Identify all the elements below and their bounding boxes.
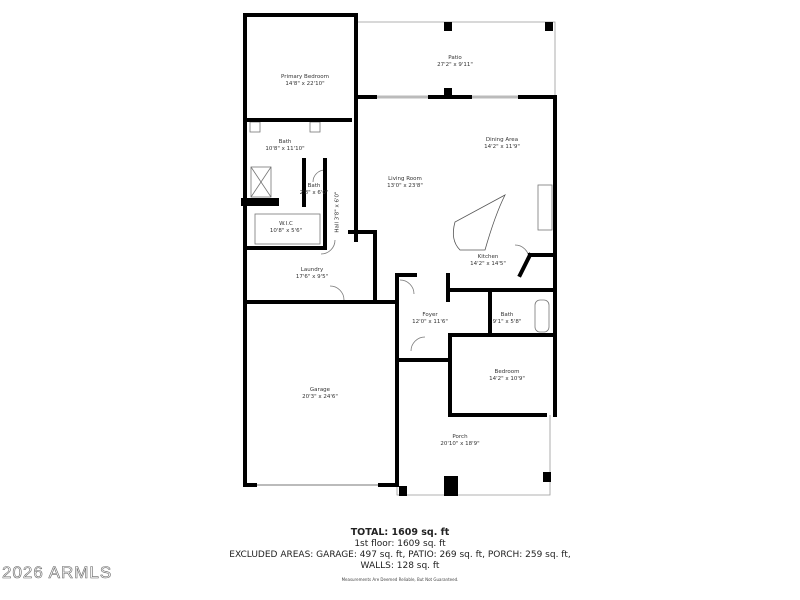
room-dims: 27'2" x 9'11"	[437, 62, 473, 68]
room-dims: 17'6" x 9'5"	[295, 274, 329, 280]
room-dims: 10'8" x 11'10"	[265, 146, 305, 152]
watermark: 2026 ARMLS	[2, 563, 113, 583]
room-dims: 14'2" x 14'5"	[470, 261, 506, 267]
room-name: Bath	[500, 312, 514, 318]
room-name: Bath	[307, 183, 321, 189]
room-dims: 3'8" x 6'0"	[334, 191, 341, 221]
room-dims: 10'8" x 5'6"	[269, 228, 303, 234]
room-dims: 9'1" x 5'8"	[492, 319, 522, 325]
room-name: Foyer	[422, 312, 438, 318]
room-dims: 14'8" x 22'10"	[285, 81, 325, 87]
room-name: Bath	[278, 139, 292, 145]
room-name: Dining Area	[485, 137, 519, 143]
room-name: Porch	[452, 434, 468, 440]
room-name: W.I.C	[279, 221, 293, 227]
floor-plan	[241, 13, 557, 496]
room-name: Living Room	[388, 176, 422, 182]
kitchen-island	[452, 194, 506, 251]
porch-outline	[396, 360, 551, 496]
columns	[399, 22, 553, 496]
floor-area: 1st floor: 1609 sq. ft	[354, 539, 446, 549]
room-dims: 20'3" x 24'6"	[302, 394, 338, 400]
room-name: Patio	[448, 55, 462, 61]
room-dims: 20'10" x 18'9"	[440, 441, 480, 447]
room-dims: 13'0" x 23'8"	[387, 183, 423, 189]
room-name: Laundry	[300, 267, 324, 273]
room-dims: 2'8" x 6'0"	[299, 190, 329, 196]
room-dims: 14'2" x 10'9"	[489, 376, 525, 382]
excluded-areas: EXCLUDED AREAS: GARAGE: 497 sq. ft, PATI…	[229, 550, 571, 560]
room-name: Hall	[334, 222, 341, 233]
area-summary: TOTAL: 1609 sq. ft 1st floor: 1609 sq. f…	[229, 527, 570, 582]
room-dims: 12'0" x 11'6"	[412, 319, 448, 325]
room-hall: Hall 3'8" x 6'0"	[335, 191, 342, 232]
room-name: Primary Bedroom	[281, 74, 329, 80]
patio-outline	[356, 21, 556, 97]
walls	[241, 13, 557, 487]
disclaimer: Measurements Are Deemed Reliable, But No…	[341, 577, 459, 582]
room-name: Kitchen	[477, 254, 499, 260]
room-name: Garage	[309, 387, 331, 393]
total-area: TOTAL: 1609 sq. ft	[350, 527, 450, 538]
room-dims: 14'2" x 11'9"	[484, 144, 520, 150]
walls-area: WALLS: 128 sq. ft	[360, 561, 440, 571]
room-name: Bedroom	[494, 369, 520, 375]
